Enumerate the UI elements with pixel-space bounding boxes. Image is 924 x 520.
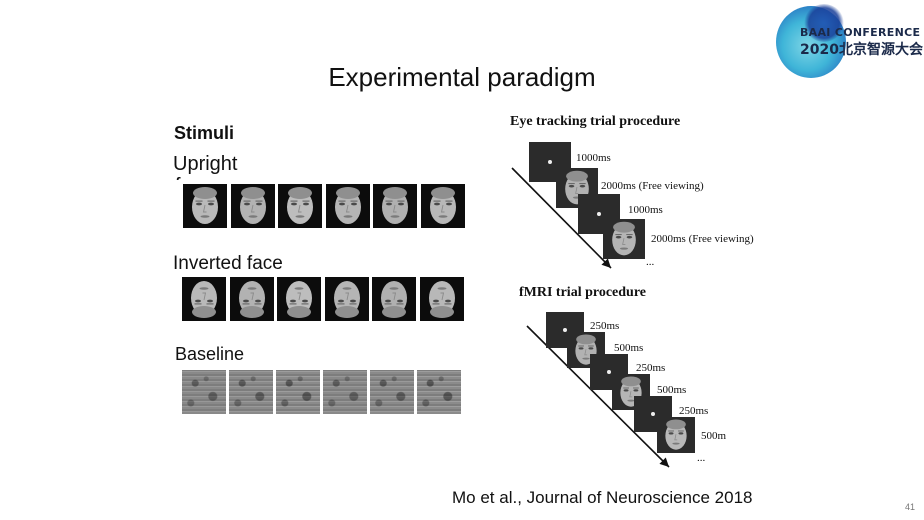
fixation-dot-icon: [597, 212, 601, 216]
upright-label: Upright: [173, 153, 238, 175]
fmri-duration-label: 250ms: [636, 362, 666, 374]
inverted-face-image: [372, 277, 416, 321]
eye-tracking-duration-label: 1000ms: [628, 204, 663, 216]
baseline-noise-image: [182, 370, 226, 414]
fmri-ellipsis: ...: [697, 452, 706, 464]
baseline-label: Baseline: [175, 344, 245, 364]
upright-face-image: [183, 184, 227, 228]
eye-tracking-duration-label: 2000ms (Free viewing): [651, 233, 754, 245]
face-stimulus-image: [612, 221, 636, 256]
fixation-dot-icon: [651, 412, 655, 416]
fixation-dot-icon: [607, 370, 611, 374]
upright-face-image: [325, 184, 370, 228]
logo-line-1: BAAI CONFERENCE: [800, 26, 921, 39]
page-number: 41: [905, 502, 916, 512]
citation: Mo et al., Journal of Neuroscience 2018: [452, 488, 753, 507]
inverted-face-image: [182, 277, 226, 321]
eye-tracking-duration-label: 1000ms: [576, 152, 611, 164]
fmri-duration-label: 500ms: [657, 384, 687, 396]
baseline-noise-image: [229, 370, 273, 414]
eye-tracking-ellipsis: ...: [646, 256, 655, 268]
fmri-duration-label: 250ms: [679, 405, 709, 417]
eye-tracking-heading: Eye tracking trial procedure: [510, 114, 681, 129]
upright-face-image: [230, 184, 275, 228]
inverted-face-image: [419, 277, 464, 321]
eye-tracking-duration-label: 2000ms (Free viewing): [601, 180, 704, 192]
fmri-duration-label: 250ms: [590, 320, 620, 332]
fmri-duration-label: 500m: [701, 430, 727, 442]
inverted-face-image: [324, 277, 369, 321]
page-title: Experimental paradigm: [328, 62, 596, 92]
upright-face-image: [373, 184, 417, 228]
fmri-heading: fMRI trial procedure: [519, 285, 647, 300]
upright-label-cut-glyph: f: [175, 175, 183, 180]
eye-tracking-face-screen: [603, 219, 645, 259]
fixation-dot-icon: [548, 160, 552, 164]
upright-face-image: [278, 184, 322, 228]
baseline-noise-image: [417, 370, 461, 414]
logo-line-2: 2020北京智源大会: [800, 42, 923, 58]
upright-face-image: [420, 184, 465, 228]
face-stimulus-image: [665, 419, 687, 450]
stimuli-heading: Stimuli: [174, 123, 235, 143]
fmri-face-screen: [657, 417, 695, 453]
inverted-face-label: Inverted face: [173, 253, 283, 274]
baseline-noise-image: [276, 370, 320, 414]
inverted-face-image: [277, 277, 321, 321]
logo-blob-dark-icon: [804, 4, 844, 42]
baseline-noise-image: [323, 370, 367, 414]
baai-conference-logo: BAAI CONFERENCE 2020北京智源大会: [776, 4, 924, 80]
fmri-duration-label: 500ms: [614, 342, 644, 354]
inverted-face-image: [229, 277, 274, 321]
baseline-noise-image: [370, 370, 414, 414]
